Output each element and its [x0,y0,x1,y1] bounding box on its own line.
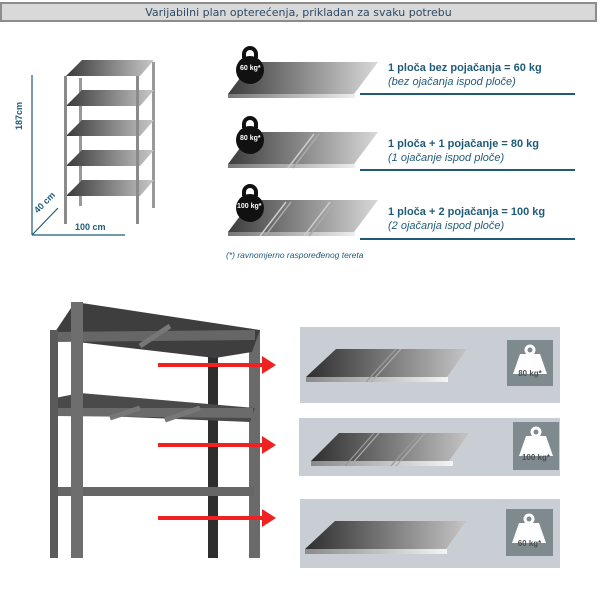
kettlebell-icon [236,46,264,84]
load-option-title: 1 ploča bez pojačanja = 60 kg [388,62,542,74]
reinforced-plate-icon [306,348,467,383]
weight-badge: 80 kg* [507,340,553,386]
header-title-bar: Varijabilni plan opterećenja, prikladan … [0,2,597,22]
weight-icon [512,513,546,543]
divider [360,238,575,240]
weight-icon [513,344,547,374]
weight-badge-label: 80 kg* [518,369,542,378]
divider [360,169,575,171]
weight-icon [519,426,553,456]
width-dimension-label: 100 cm [75,222,106,232]
shelf-panel: 60 kg* [300,499,560,568]
height-dimension-label: 187cm [14,101,24,130]
page-title: Varijabilni plan opterećenja, prikladan … [145,5,452,19]
kettlebell-weight-label: 100 kg* [237,203,262,210]
weight-badge-label: 100 kg* [521,453,551,462]
kettlebell-icon [236,116,264,154]
kettlebell-icon [236,184,264,222]
plate-icon [305,521,466,554]
kettlebell-weight-label: 60 kg* [240,65,261,72]
shelf-panel: 100 kg* [299,418,560,476]
divider [360,93,575,95]
rack-dimension-drawing [31,60,155,236]
arrow-icon [158,509,276,527]
weight-badge-label: 60 kg* [517,539,542,548]
load-option-subtitle: (2 ojačanja ispod ploče) [388,220,505,232]
load-option-subtitle: (bez ojačanja ispod ploče) [388,76,516,88]
footnote: (*) ravnomjerno raspoređenog tereta [226,250,364,260]
reinforced-plate-icon [311,432,469,467]
load-option-title: 1 ploča + 2 pojačanja = 100 kg [388,206,546,218]
rack-photo [50,302,276,558]
kettlebell-weight-label: 80 kg* [240,135,261,142]
load-options-drawing [228,46,378,237]
weight-badge: 60 kg* [506,509,553,556]
arrow-icon [158,356,276,374]
weight-badge: 100 kg* [513,422,559,470]
load-option-subtitle: (1 ojačanje ispod ploče) [388,152,505,164]
shelf-panel: 80 kg* [300,327,560,403]
arrow-icon [158,436,276,454]
load-option-title: 1 ploča + 1 pojačanje = 80 kg [388,138,540,150]
